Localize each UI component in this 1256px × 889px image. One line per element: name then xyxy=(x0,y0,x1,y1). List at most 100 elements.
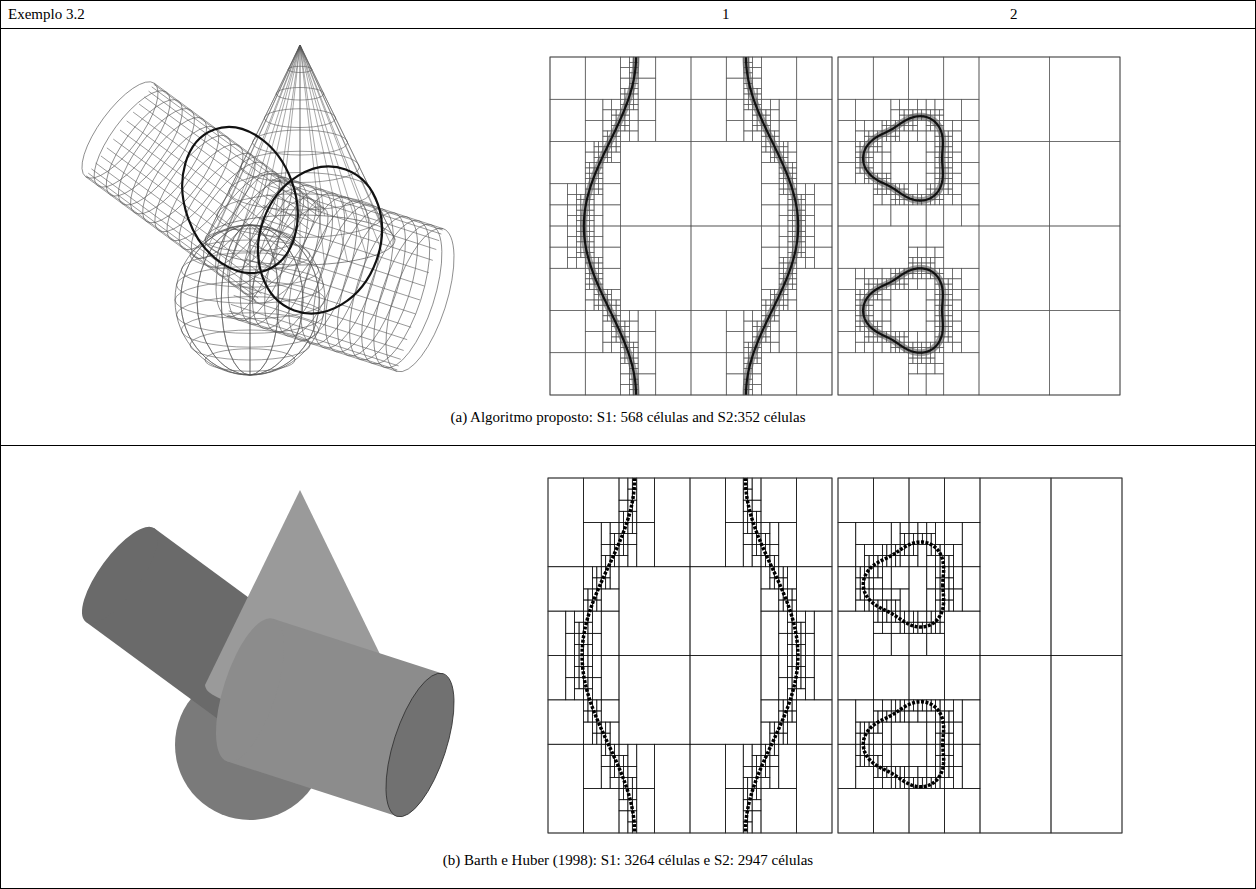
quadtree-cell xyxy=(935,99,944,110)
kdtree-cell xyxy=(945,789,981,833)
kdtree-cell xyxy=(606,578,610,589)
kdtree-cell xyxy=(931,533,935,544)
quadtree-cell xyxy=(748,57,752,62)
quadtree-cell xyxy=(766,332,770,337)
kdtree-cell xyxy=(838,656,874,700)
kdtree-cell xyxy=(949,578,953,589)
quadtree-cell xyxy=(568,226,577,237)
quadtree-cell xyxy=(935,311,939,316)
quadtree-cell xyxy=(594,184,598,189)
quadtree-cell xyxy=(869,311,873,316)
quadtree-cell xyxy=(788,279,792,284)
kdtree-cell xyxy=(615,766,619,777)
quadtree-cell xyxy=(909,205,927,226)
quadtree-cell xyxy=(860,321,864,326)
quadtree-cell xyxy=(585,99,603,120)
quadtree-cell xyxy=(621,126,625,131)
quadtree-cell xyxy=(594,142,598,147)
quadtree-cell xyxy=(748,99,752,104)
quadtree-cell xyxy=(779,311,797,332)
kdtree-cell xyxy=(927,711,936,722)
quadtree-cell xyxy=(939,115,943,120)
kdtree-cell xyxy=(619,511,623,522)
kdtree-cell xyxy=(856,722,860,733)
quadtree-cell xyxy=(873,99,891,120)
quadtree-cell xyxy=(753,89,757,94)
quadtree-cell xyxy=(926,110,930,115)
kdtree-cell xyxy=(949,556,953,567)
quadtree-cell xyxy=(638,353,656,374)
quadtree-cell xyxy=(770,295,774,300)
intersection-curve xyxy=(863,702,943,787)
quadtree-cell xyxy=(762,342,771,353)
quadtree-cell xyxy=(792,284,796,289)
quadtree-cell xyxy=(691,57,726,99)
quadtree-cell xyxy=(979,226,1050,311)
quadtree-cell xyxy=(953,300,962,311)
quadtree-cell xyxy=(744,120,753,131)
kdtree-cell xyxy=(788,656,792,667)
kdtree-cell xyxy=(896,556,900,567)
kdtree-cell xyxy=(882,778,891,789)
quadtree-cell xyxy=(594,205,603,216)
quadtree-cell xyxy=(856,289,860,294)
quadtree-cell xyxy=(744,347,748,352)
quadtree-cell xyxy=(638,374,656,395)
quadtree-cell xyxy=(568,184,577,195)
quadtree-cell xyxy=(585,173,589,178)
kdtree-cell xyxy=(801,633,805,644)
quadtree-cell xyxy=(590,200,594,205)
quadtree-cell xyxy=(864,279,868,284)
quadtree-cell xyxy=(953,342,962,353)
quadtree-cell xyxy=(909,247,918,258)
quadtree-cell xyxy=(806,258,815,269)
wire-line xyxy=(227,316,397,371)
kdtree-cell xyxy=(592,700,596,711)
quadtree-cell xyxy=(598,274,602,279)
quadtree-cell xyxy=(926,173,935,184)
quadtree-cell xyxy=(878,142,882,147)
quadtree-cell xyxy=(753,110,757,115)
quadtree-cell xyxy=(638,99,656,120)
kdtree-cell xyxy=(592,578,596,589)
kdtree-cell xyxy=(579,678,583,689)
quadtree-cell xyxy=(585,226,589,231)
kdtree-cell xyxy=(743,744,752,766)
quadtree-cell xyxy=(594,189,598,194)
quadtree-cell xyxy=(576,221,580,226)
quadtree-cell xyxy=(869,163,873,168)
kdtree-cell xyxy=(856,578,860,589)
quadtree-cell xyxy=(948,300,952,305)
quadtree-cell xyxy=(603,316,607,321)
quadtree-cell xyxy=(878,189,882,194)
kdtree-cell xyxy=(936,522,945,544)
quadtree-cell xyxy=(607,131,611,136)
quadtree-cell xyxy=(944,305,948,310)
kdtree-cell xyxy=(619,800,628,811)
quadtree-cell xyxy=(806,247,815,258)
cylinder-end xyxy=(202,611,298,770)
quadtree-cell xyxy=(961,311,979,332)
quadtree-cell xyxy=(935,258,944,269)
kdtree-cell xyxy=(882,744,891,766)
quadtree-cell xyxy=(944,337,948,342)
quadtree-cell xyxy=(621,326,625,331)
quadtree-cell xyxy=(878,289,882,294)
quadtree-cell xyxy=(590,210,594,215)
quadtree-cell xyxy=(935,142,939,147)
kdtree-cell xyxy=(882,611,886,622)
quadtree-cell xyxy=(882,321,891,332)
kdtree-cell xyxy=(891,567,909,589)
kdtree-cell xyxy=(743,766,752,777)
kdtree-cell xyxy=(588,622,592,633)
quadtree-cell xyxy=(784,263,788,268)
quadtree-cell xyxy=(913,353,917,358)
quadtree-cell xyxy=(766,142,770,147)
quadtree-cell xyxy=(900,184,904,189)
kdtree-cell xyxy=(874,478,910,522)
kdtree-cell xyxy=(945,656,981,700)
quadtree-cell xyxy=(590,168,594,173)
kdtree-cell xyxy=(891,700,895,711)
kdtree-cell xyxy=(797,700,833,744)
